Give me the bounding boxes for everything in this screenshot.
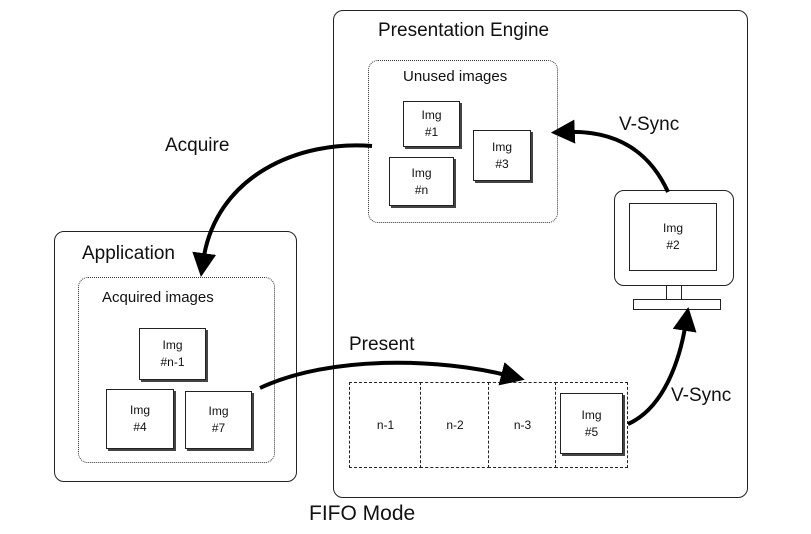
- acquired-images-group: [78, 277, 275, 463]
- vsync-top-arrow: [550, 119, 670, 193]
- unused-image-n: Img #n: [389, 157, 454, 206]
- application-panel: [54, 231, 297, 482]
- acquired-image-7-label: Img: [208, 404, 229, 418]
- acquired-image-n-1: Img #n-1: [139, 328, 206, 380]
- unused-image-n-label: Img: [411, 165, 432, 180]
- unused-images-title: Unused images: [403, 68, 508, 85]
- acquired-image-7: Img #7: [185, 391, 252, 449]
- present-arrow: [259, 360, 525, 390]
- vsync-top-label: V-Sync: [619, 114, 680, 135]
- presentation-engine-panel: [333, 10, 748, 498]
- unused-image-1: Img #1: [403, 101, 460, 147]
- queue-slot-n-3: n-3: [488, 382, 557, 468]
- queue-image-5: Img #5: [560, 393, 623, 454]
- monitor-image-label: Img: [662, 221, 683, 235]
- acquire-arrow: [192, 143, 373, 278]
- acquired-image-4: Img #4: [106, 389, 174, 449]
- unused-image-3-number: #3: [495, 156, 509, 171]
- present-label: Present: [349, 334, 415, 355]
- queue-slot-n-2: n-2: [420, 382, 490, 468]
- unused-image-3-label: Img: [491, 139, 512, 154]
- presentation-engine-title: Presentation Engine: [378, 20, 550, 41]
- monitor-image-number: #2: [666, 238, 680, 252]
- acquire-label: Acquire: [165, 135, 230, 156]
- queue-image-5-label: Img: [581, 407, 602, 422]
- queue-image-5-number: #5: [584, 424, 599, 439]
- acquired-image-7-number: #7: [211, 421, 226, 435]
- vsync-bottom-arrow: [627, 306, 697, 426]
- unused-image-3: Img #3: [473, 130, 531, 181]
- diagram-caption: FIFO Mode: [309, 502, 416, 525]
- acquired-image-4-label: Img: [129, 403, 150, 417]
- acquired-image-n-1-label: Img: [162, 338, 183, 352]
- queue-slot-n-2-label: n-2: [446, 418, 464, 432]
- monitor-screen-image: Img #2: [629, 203, 717, 271]
- acquired-image-n-1-number: #n-1: [160, 355, 185, 369]
- acquired-images-title: Acquired images: [102, 289, 214, 306]
- queue-slot-n-1-label: n-1: [376, 418, 395, 432]
- acquired-image-4-number: #4: [133, 420, 147, 434]
- unused-image-1-number: #1: [424, 125, 439, 139]
- queue-slot-n-3-label: n-3: [513, 418, 532, 432]
- application-title: Application: [82, 243, 175, 264]
- unused-image-n-number: #n: [414, 182, 429, 197]
- vsync-bottom-label: V-Sync: [671, 385, 732, 406]
- queue-slot-n-1: n-1: [349, 382, 422, 468]
- unused-image-1-label: Img: [421, 108, 442, 122]
